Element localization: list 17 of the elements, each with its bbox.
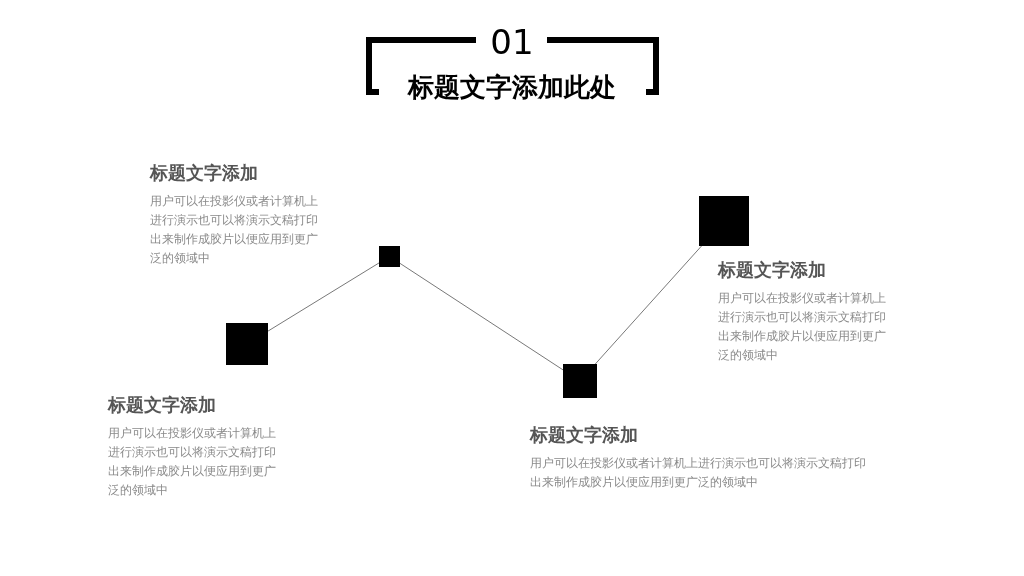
connector-line [399, 262, 564, 371]
connector-line [594, 245, 702, 365]
square-marker [699, 196, 749, 246]
connector-line [267, 262, 380, 332]
square-marker [563, 364, 597, 398]
square-marker [379, 246, 400, 267]
description-text: 用户可以在投影仪或者计算机上进行演示也可以将演示文稿打印出来制作成胶片以便应用到更广泛的领域中 [530, 455, 867, 491]
heading: 标题文字添加 [530, 424, 638, 446]
heading: 标题文字添加 [108, 394, 216, 416]
section-number: 01 [489, 22, 535, 62]
description-text: 用户可以在投影仪或者计算机上进行演示也可以将演示文稿打印出来制作成胶片以便应用到更广泛的领域中 [108, 425, 277, 499]
title: 标题文字添加此处 [406, 71, 617, 104]
description-text: 用户可以在投影仪或者计算机上进行演示也可以将演示文稿打印出来制作成胶片以便应用到更广泛的领域中 [150, 193, 319, 267]
heading: 标题文字添加 [150, 162, 258, 184]
description-text: 用户可以在投影仪或者计算机上进行演示也可以将演示文稿打印出来制作成胶片以便应用到更广泛的领域中 [718, 290, 887, 364]
heading: 标题文字添加 [718, 259, 826, 281]
square-marker [226, 323, 268, 365]
